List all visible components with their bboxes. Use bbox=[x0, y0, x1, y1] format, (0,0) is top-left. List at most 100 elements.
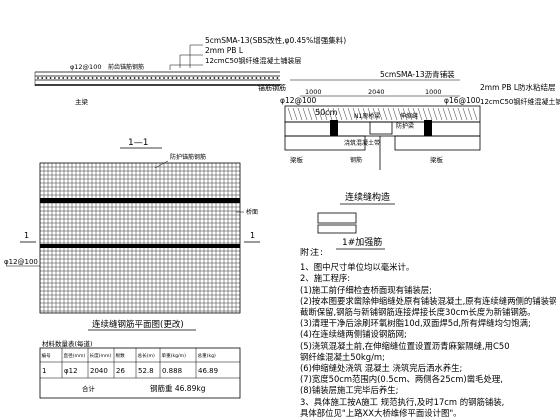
rebar-dot bbox=[37, 77, 39, 79]
dim-left: 1000 bbox=[305, 88, 322, 96]
table-border bbox=[39, 347, 241, 399]
lower-label-1: 浇筑混凝土带 bbox=[344, 139, 380, 147]
girder-left bbox=[284, 135, 366, 151]
rebar-label: φ12@100 bbox=[70, 63, 101, 71]
wide-label: 50cm bbox=[315, 108, 338, 117]
rebar-dot bbox=[62, 77, 65, 79]
cut-mark-right: 1 bbox=[250, 231, 255, 240]
cut-mark-left: 1 bbox=[24, 231, 29, 240]
rebar-dot bbox=[221, 77, 224, 79]
rebar-dot bbox=[154, 77, 157, 79]
rebar-dot bbox=[167, 77, 170, 79]
r-rebar-right: φ16@100 bbox=[444, 96, 481, 105]
rebar-dot bbox=[125, 77, 128, 79]
note-line: (1)施工前仔细检查桥面现有铺装层; bbox=[300, 284, 432, 295]
table-header-cell: 直径(mm) bbox=[64, 352, 86, 359]
rebar-dot bbox=[53, 77, 56, 79]
r-layer2: 2mm PB L防水粘结层 bbox=[480, 82, 556, 92]
rebar-dot bbox=[276, 77, 279, 79]
plan-side-label: 桥面 bbox=[246, 208, 258, 216]
leader-line bbox=[169, 64, 203, 70]
rebar-dot bbox=[242, 77, 245, 79]
table-footer-label: 合计 bbox=[82, 384, 96, 393]
hatch-line bbox=[287, 107, 293, 121]
rebar-dot bbox=[112, 77, 115, 79]
note-line: 钢纤维混凝土50kg/m; bbox=[300, 351, 385, 362]
rebar-dot bbox=[226, 77, 228, 79]
rebar-dot bbox=[45, 77, 48, 79]
layer3-label: 12cmC50钢纤维混凝土铺装层 bbox=[205, 56, 301, 65]
rebar-dot bbox=[66, 77, 69, 79]
hatch-line bbox=[387, 107, 393, 121]
rebar-dot bbox=[137, 77, 140, 79]
r-layer1: 5cmSMA-13沥青铺装 bbox=[380, 69, 455, 79]
girder-right bbox=[394, 135, 481, 151]
rebar-dot bbox=[108, 77, 111, 79]
hatch-line bbox=[417, 107, 423, 121]
rebar-dot bbox=[268, 77, 270, 79]
notes-lines: 1、图中尺寸单位均以毫米计。2、施工程序:(1)施工前仔细检查桥面现有铺装层;(… bbox=[300, 262, 556, 419]
anchor-callout: 锚筋钢筋 bbox=[258, 83, 286, 92]
slab-hatch bbox=[287, 107, 478, 121]
detail-title: 1#加强筋 bbox=[342, 236, 382, 248]
rebar-dot bbox=[205, 77, 207, 79]
rebar-dot bbox=[133, 77, 136, 79]
note-line: (6)伸缩缝处浇筑 混凝土 浇筑完后洒水养生; bbox=[300, 363, 463, 374]
rebar-dot bbox=[230, 77, 233, 79]
rebar-dot bbox=[91, 77, 94, 79]
note-line: 3、具体施工按A施工 规范执行,及时17cm 的钢筋铺装, bbox=[300, 396, 505, 407]
rebar-dot bbox=[150, 77, 153, 79]
rebar-dot bbox=[259, 77, 262, 79]
rebar-dot bbox=[272, 77, 275, 79]
joint-block-right bbox=[424, 120, 432, 136]
rebar-dot bbox=[171, 77, 174, 79]
table-cell: 1 bbox=[42, 367, 46, 375]
rebar-dot bbox=[188, 77, 191, 79]
hatch-line bbox=[462, 107, 468, 121]
table-footer-value: 钢筋重 46.89kg bbox=[150, 383, 206, 393]
section-1-1: 5cmSMA-13(SBS改性,φ0.45%增强集料) 2mm PB L 12c… bbox=[34, 35, 346, 149]
rebar-dot bbox=[95, 77, 98, 79]
note-line: (5)浇筑混凝土前,在伸缩缝位置设置沥青麻絮隔缝,用C50 bbox=[300, 340, 510, 351]
note-line: 2、施工程序: bbox=[300, 273, 351, 284]
hatch-line bbox=[322, 107, 328, 121]
table-header-cell: 总重(kg) bbox=[198, 352, 217, 359]
rebar-dot bbox=[121, 77, 123, 79]
hatch-line bbox=[407, 107, 413, 121]
layer1-label: 5cmSMA-13(SBS改性,φ0.45%增强集料) bbox=[205, 35, 346, 45]
beam-label: 主梁 bbox=[75, 97, 89, 106]
hatch-line bbox=[467, 107, 473, 121]
rebar-dot bbox=[192, 77, 195, 79]
hatch-line bbox=[312, 107, 318, 121]
rebar-dot bbox=[129, 77, 132, 79]
rebar-dot bbox=[158, 77, 161, 79]
hatch-line bbox=[352, 107, 358, 121]
rebar-dot bbox=[238, 77, 241, 79]
rebar-dot bbox=[200, 77, 203, 79]
bar-label-1: N1原桥梁 bbox=[354, 112, 380, 120]
hatch-line bbox=[447, 107, 453, 121]
section-1-1-title: 1—1 bbox=[128, 138, 148, 148]
rebar-dot bbox=[251, 77, 254, 79]
hatch-line bbox=[432, 107, 438, 121]
joint-block-left bbox=[330, 120, 338, 136]
plan-rebar-label: φ12@100 bbox=[4, 258, 38, 266]
leader-line bbox=[179, 54, 203, 68]
dim-right: 1000 bbox=[425, 88, 442, 96]
note-line: (7)宽度50cm范围内(0.5cm、两侧各25cm)凿毛处理, bbox=[300, 374, 503, 385]
rebar-dot bbox=[213, 77, 216, 79]
joint-section: 5cmSMA-13沥青铺装 2mm PB L防水粘结层 12cmC50钢纤维混凝… bbox=[258, 69, 560, 250]
detail-bar bbox=[317, 224, 357, 234]
table-cell: 26 bbox=[116, 367, 125, 375]
hatch-line bbox=[347, 107, 353, 121]
r-layer3: 12cmC50钢纤维混凝土铺装层 bbox=[480, 97, 560, 106]
strong-band-top bbox=[40, 198, 240, 203]
layer2-label: 2mm PB L bbox=[205, 46, 244, 55]
rebar-dot bbox=[100, 77, 102, 79]
rebar-dot bbox=[87, 77, 90, 79]
table-header-cell: 编号 bbox=[42, 352, 52, 359]
table-cell: φ12 bbox=[64, 367, 78, 375]
left-beam-label: 梁板 bbox=[290, 155, 304, 164]
